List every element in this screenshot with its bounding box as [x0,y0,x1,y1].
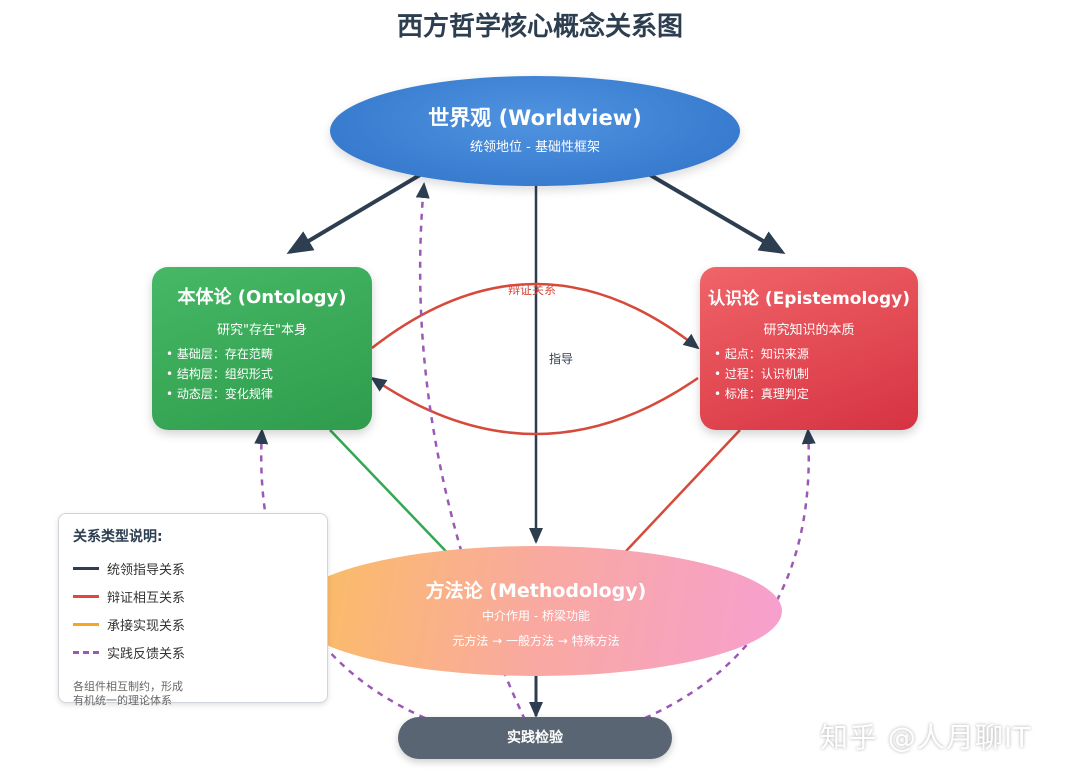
edge-dialectic-bottom [370,376,699,436]
epistemology-title: 认识论 (Epistemology) [708,289,910,309]
list-item: 起点：知识来源 [714,344,918,364]
page-title: 西方哲学核心概念关系图 [396,12,683,42]
worldview-subtitle: 统领地位 - 基础性框架 [470,140,600,155]
ontology-node[interactable]: 本体论 (Ontology) 研究"存在"本身 基础层：存在范畴 结构层：组织形… [152,267,372,430]
ontology-list: 基础层：存在范畴 结构层：组织形式 动态层：变化规律 [166,344,372,404]
legend-note: 各组件相互制约，形成 有机统一的理论体系 [73,680,313,708]
legend-label: 实践反馈关系 [107,646,186,662]
practice-label: 实践检验 [507,730,563,746]
legend-title: 关系类型说明: [73,529,163,545]
ontology-title: 本体论 (Ontology) [177,287,347,308]
methodology-chain: 元方法 → 一般方法 → 特殊方法 [452,634,620,648]
edge-ontology-methodology [329,429,462,568]
ontology-subtitle: 研究"存在"本身 [217,323,307,338]
watermark: 知乎 @人月聊IT [820,721,1032,754]
legend-panel: 关系类型说明: 统领指导关系 辩证相互关系 承接实现关系 实践反馈关系 各组件相… [58,513,328,707]
legend-item: 统领指导关系 [73,554,313,582]
methodology-subtitle: 中介作用 - 桥梁功能 [482,609,590,623]
legend-label: 承接实现关系 [107,618,186,634]
legend-swatch [73,566,99,570]
list-item: 过程：认识机制 [714,364,918,384]
legend-swatch [73,622,99,626]
edge-dialectic-top [371,282,700,350]
legend-note-line: 有机统一的理论体系 [73,694,172,707]
edge-worldview-epistemology [643,170,786,255]
worldview-node[interactable]: 世界观 (Worldview) 统领地位 - 基础性框架 [330,76,740,186]
list-item: 结构层：组织形式 [166,364,372,384]
edge-epistemology-methodology [610,429,741,568]
list-item: 基础层：存在范畴 [166,344,372,364]
edge-label-dialectic: 辩证关系 [508,283,557,297]
epistemology-subtitle: 研究知识的本质 [763,323,855,338]
legend-item: 承接实现关系 [73,610,313,638]
worldview-title: 世界观 (Worldview) [428,106,642,130]
legend-swatch [73,650,99,654]
list-item: 标准：真理判定 [714,384,918,404]
edge-worldview-ontology [286,170,427,255]
legend-swatch [73,594,99,598]
legend-label: 统领指导关系 [107,562,186,578]
list-item: 动态层：变化规律 [166,384,372,404]
epistemology-list: 起点：知识来源 过程：认识机制 标准：真理判定 [714,344,918,404]
practice-node[interactable]: 实践检验 [398,717,672,759]
methodology-title: 方法论 (Methodology) [425,580,647,602]
legend-note-line: 各组件相互制约，形成 [73,680,183,693]
edge-label-guide: 指导 [549,352,574,366]
legend-label: 辩证相互关系 [107,590,186,606]
legend-item: 辩证相互关系 [73,582,313,610]
methodology-node[interactable]: 方法论 (Methodology) 中介作用 - 桥梁功能 元方法 → 一般方法… [290,546,782,676]
legend-item: 实践反馈关系 [73,638,313,666]
epistemology-node[interactable]: 认识论 (Epistemology) 研究知识的本质 起点：知识来源 过程：认识… [700,267,918,430]
